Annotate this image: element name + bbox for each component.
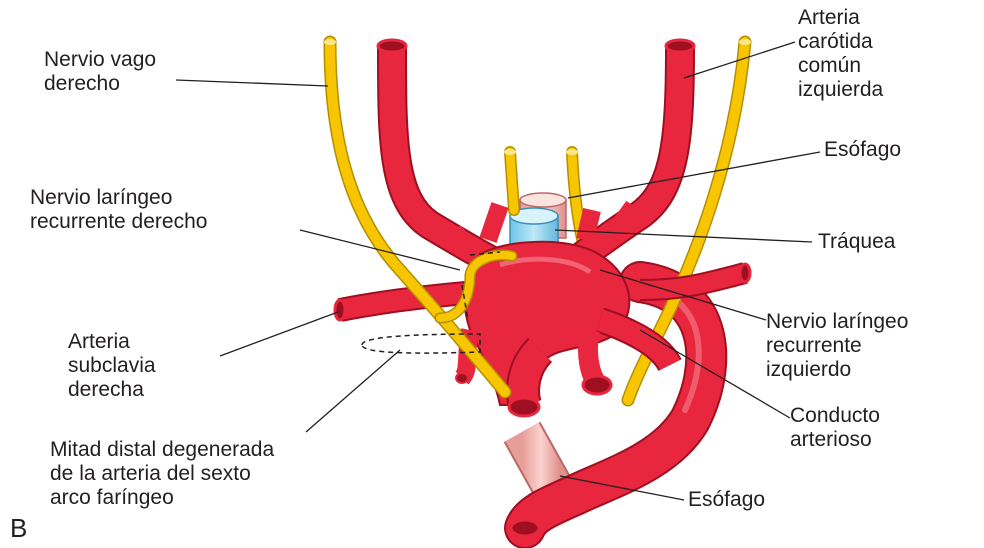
leader-right-subclavian bbox=[220, 312, 338, 356]
label-trachea: Tráquea bbox=[818, 230, 895, 254]
label-ductus-arteriosus: Conducto arterioso bbox=[790, 404, 880, 452]
label-esophagus-bottom: Esófago bbox=[688, 488, 765, 512]
label-left-recurrent-laryngeal: Nervio laríngeo recurrente izquierdo bbox=[766, 310, 908, 382]
leader-distal-half bbox=[306, 350, 400, 432]
leader-right-vagus bbox=[176, 80, 328, 86]
label-right-subclavian: Arteria subclavia derecha bbox=[68, 330, 156, 402]
label-esophagus-top: Esófago bbox=[824, 138, 901, 162]
panel-letter: B bbox=[10, 514, 27, 542]
leader-esophagus-top bbox=[568, 152, 820, 198]
label-right-vagus-nerve: Nervio vago derecho bbox=[44, 48, 156, 96]
label-degenerated-distal-half: Mitad distal degenerada de la arteria de… bbox=[50, 438, 274, 510]
label-right-recurrent-laryngeal: Nervio laríngeo recurrente derecho bbox=[30, 186, 207, 234]
label-left-common-carotid: Arteria carótida común izquierda bbox=[798, 6, 883, 102]
